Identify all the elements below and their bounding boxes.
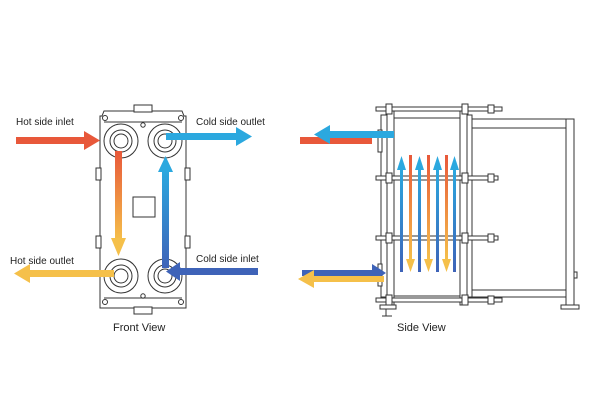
top-carrying-bar (471, 118, 573, 129)
channel-flows (397, 155, 459, 272)
arrow-cold-outlet (166, 127, 252, 146)
arrow-cold-inlet (166, 262, 258, 281)
arrow-hot-inlet (16, 131, 100, 150)
center-window (132, 196, 156, 218)
front-view-caption: Front View (113, 322, 165, 334)
hot-inlet-label: Hot side inlet (16, 117, 74, 128)
plate-port-icon (103, 123, 183, 294)
front-view: Hot side inlet Cold side outlet Hot side… (10, 104, 265, 334)
cold-internal-flow (158, 156, 173, 268)
arrow-hot-outlet (14, 264, 114, 283)
hot-internal-flow (111, 151, 126, 256)
bottom-guide-bar (471, 289, 573, 298)
hot-outlet-label: Hot side outlet (10, 256, 74, 267)
cold-outlet-label: Cold side outlet (196, 117, 265, 128)
cold-inlet-label: Cold side inlet (196, 254, 259, 265)
side-cold-outlet-arrow (314, 125, 394, 144)
side-view-caption: Side View (397, 322, 446, 334)
side-hot-inlet-arrow (300, 137, 372, 144)
support-column (565, 118, 575, 306)
side-view: Side View (298, 103, 580, 334)
side-hot-outlet-arrow (298, 270, 384, 288)
